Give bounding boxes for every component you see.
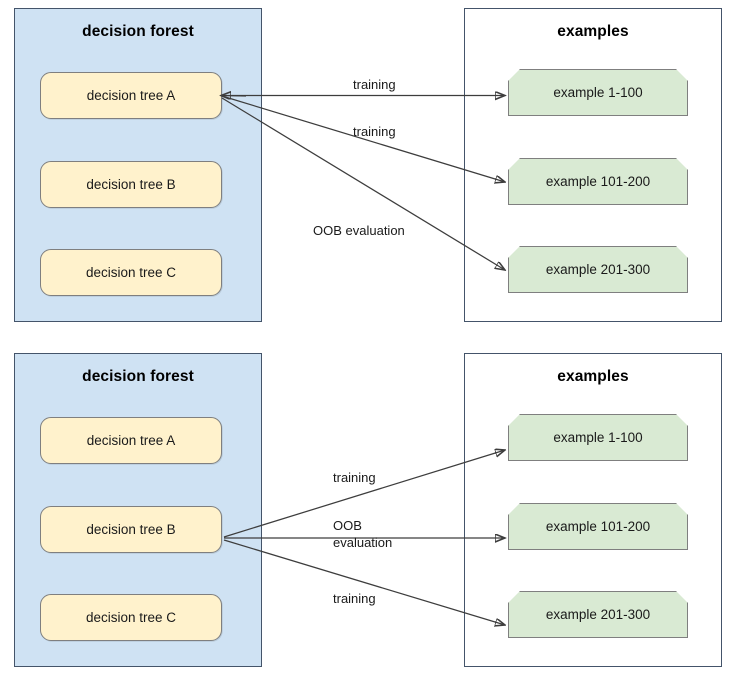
examples-title-top: examples bbox=[557, 23, 629, 40]
edge-label-oob-evaluation-top: OOB evaluation bbox=[313, 223, 405, 238]
tree-node-b-top[interactable]: decision tree B bbox=[40, 161, 222, 208]
example-node-label: example 201-300 bbox=[545, 262, 651, 277]
tree-node-b-bottom[interactable]: decision tree B bbox=[40, 506, 222, 553]
example-node-shape bbox=[508, 503, 688, 550]
edge-b-to-201-300 bbox=[223, 539, 505, 625]
edge-label-training-1-top: training bbox=[353, 77, 396, 92]
tree-node-a-bottom[interactable]: decision tree A bbox=[40, 417, 222, 464]
example-node-label: example 201-300 bbox=[545, 607, 651, 622]
example-node-101-200-top[interactable]: example 101-200 bbox=[508, 158, 688, 205]
example-node-201-300-top[interactable]: example 201-300 bbox=[508, 246, 688, 293]
edge-label-training-2-top: training bbox=[353, 124, 396, 139]
diagram-bottom: decision forest examples decision tree A… bbox=[0, 345, 737, 675]
example-node-201-300-bottom[interactable]: example 201-300 bbox=[508, 591, 688, 638]
edge-label-training-2-bottom: training bbox=[333, 591, 376, 606]
tree-node-a-top[interactable]: decision tree A bbox=[40, 72, 222, 119]
example-node-shape bbox=[508, 69, 688, 116]
example-node-1-100-top[interactable]: example 1-100 bbox=[508, 69, 688, 116]
example-node-shape bbox=[508, 158, 688, 205]
tree-node-c-top[interactable]: decision tree C bbox=[40, 249, 222, 296]
example-node-1-100-bottom[interactable]: example 1-100 bbox=[508, 414, 688, 461]
example-node-label: example 101-200 bbox=[545, 174, 651, 189]
example-node-101-200-bottom[interactable]: example 101-200 bbox=[508, 503, 688, 550]
example-node-label: example 1-100 bbox=[553, 430, 643, 445]
example-node-label: example 101-200 bbox=[545, 519, 651, 534]
example-node-shape bbox=[508, 591, 688, 638]
edge-label-oob-evaluation-bottom: OOB evaluation bbox=[333, 518, 393, 550]
example-node-shape bbox=[508, 414, 688, 461]
decision-forest-title-bottom: decision forest bbox=[82, 368, 194, 385]
tree-node-c-bottom[interactable]: decision tree C bbox=[40, 594, 222, 641]
example-node-shape bbox=[508, 246, 688, 293]
example-node-label: example 1-100 bbox=[553, 85, 643, 100]
decision-forest-title-top: decision forest bbox=[82, 23, 194, 40]
diagram-top: decision forest examples decision tree A… bbox=[0, 0, 737, 330]
examples-title-bottom: examples bbox=[557, 368, 629, 385]
edge-label-training-1-bottom: training bbox=[333, 470, 376, 485]
